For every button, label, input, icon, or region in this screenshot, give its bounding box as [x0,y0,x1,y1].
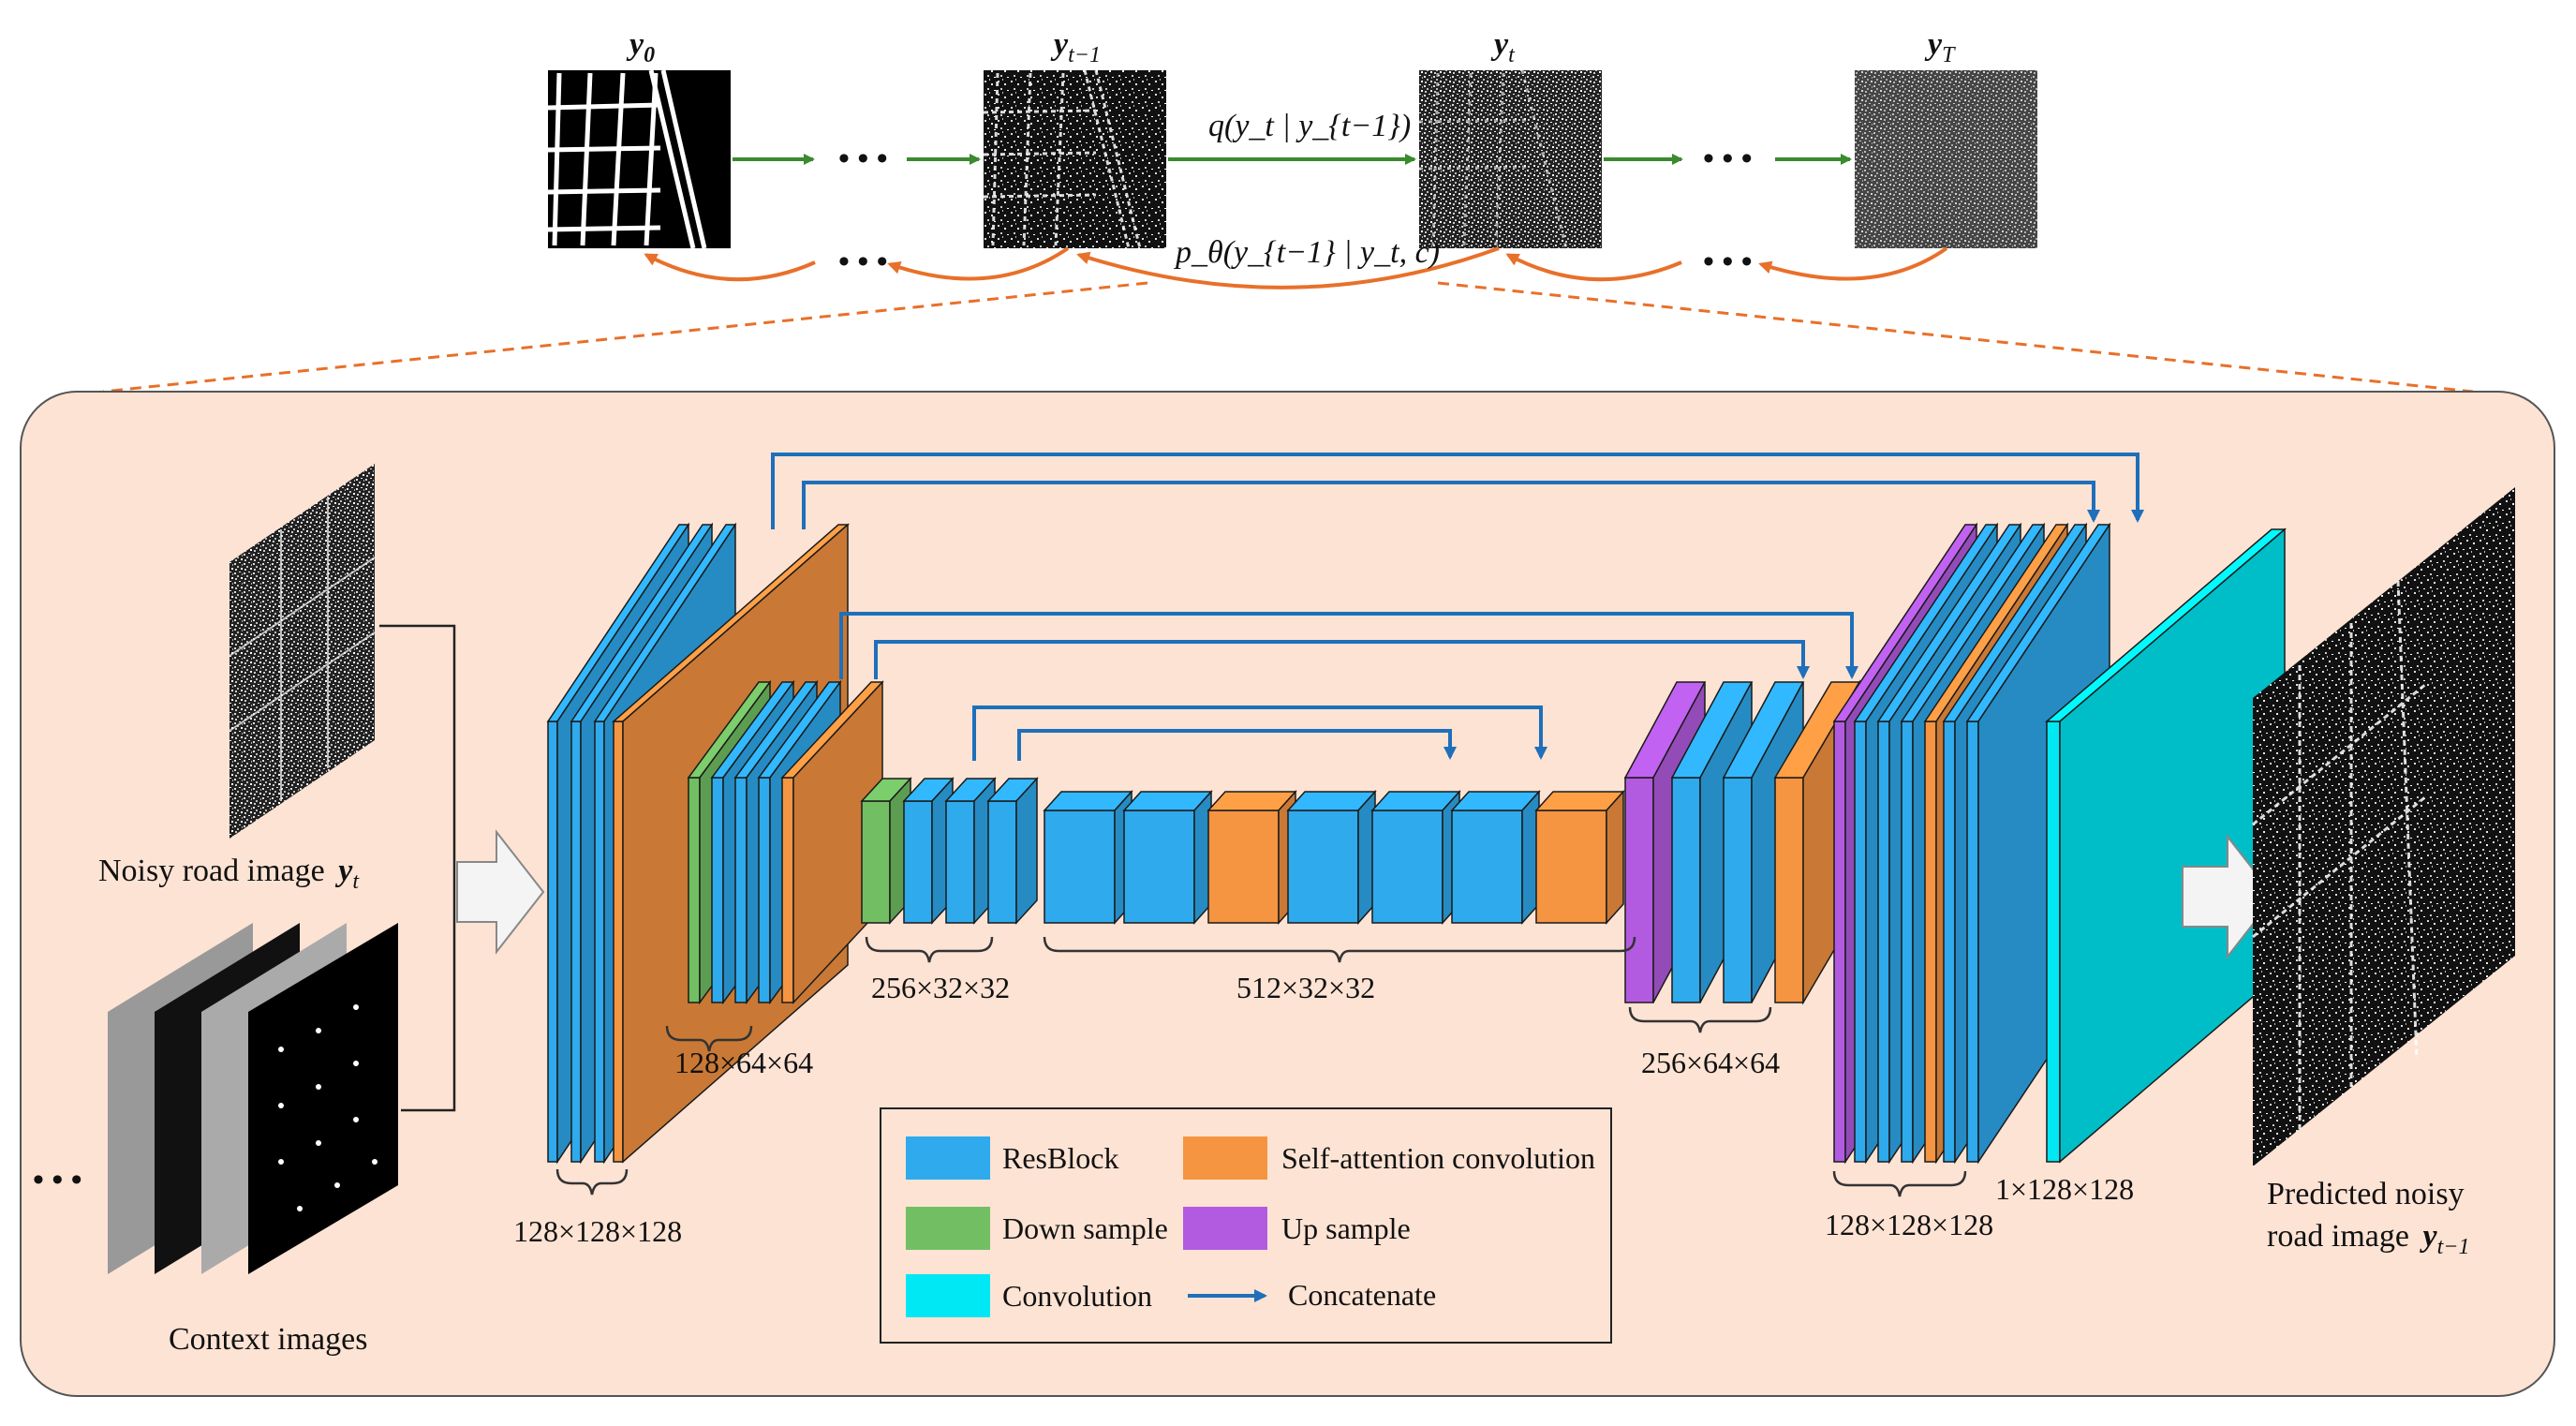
block-enc3-12-side [1015,777,1038,925]
zoom-lines [102,281,2474,394]
context-points [278,1004,378,1211]
noisy-road-image [229,464,375,839]
legend-swatch-attention [1183,1136,1267,1180]
block-enc2-4-front [688,777,701,1003]
dim-label-1: 128×128×128 [513,1214,682,1248]
block-final-conv-front [2046,720,2061,1163]
input-arrow [456,829,545,955]
ellipsis-forward-1: • • • [838,141,888,176]
label-yT: yT [1924,27,1956,67]
output-label-line1: Predicted noisy [2267,1177,2465,1211]
skip-connections [771,453,2144,761]
block-enc3-12-front [987,800,1017,924]
context-ellipsis: • • • [33,1163,82,1197]
road-image-ytm1 [983,69,1166,249]
road-image-yt [1418,69,1602,249]
block-mid-19-front [1535,810,1607,924]
dim-label-2: 128×64×64 [674,1046,813,1079]
label-yt: yt [1490,27,1516,67]
block-mid-18-front [1451,810,1523,924]
reverse-arrows [644,246,1948,290]
block-dec2-21-front [1671,777,1701,1003]
legend-swatch-conv [906,1274,990,1317]
label-ytm1: yt−1 [1050,27,1101,67]
block-dec2-20-front [1624,777,1654,1003]
legend-label-attention: Self-attention convolution [1281,1141,1595,1175]
block-dec1-25-front [1854,720,1867,1163]
ellipsis-forward-2: • • • [1703,141,1753,176]
ellipsis-reverse-2: • • • [1703,245,1753,279]
legend-label-down: Down sample [1002,1211,1168,1245]
ellipsis-reverse-1: • • • [838,245,888,279]
road-image-yT [1855,70,2037,248]
block-enc1-2-front [594,720,605,1163]
output-arrow [2182,834,2276,959]
block-mid-14-front [1123,810,1195,924]
output-label-line2: road image yt−1 [2267,1219,2469,1259]
dim-label-4: 512×32×32 [1236,971,1375,1004]
block-dec2-23-front [1774,777,1804,1003]
predicted-road-image [2253,487,2515,1166]
legend-label-up: Up sample [1281,1211,1411,1245]
block-enc2-8-front [781,777,794,1003]
block-enc1-0-front [547,720,558,1163]
road-image-y0 [547,69,731,249]
network-blocks [546,522,2287,1165]
block-dec1-24-front [1833,720,1846,1163]
block-mid-19-side [1606,790,1624,925]
block-mid-15-front [1207,810,1280,924]
dim-label-5: 256×64×64 [1641,1046,1780,1079]
forward-process-label: q(y_t | y_{t−1}) [1208,109,1411,143]
block-dec1-27-front [1901,720,1914,1163]
block-dec1-28-front [1924,720,1937,1163]
legend: ResBlock Self-attention convolution Down… [880,1107,1612,1344]
legend-swatch-resblock [906,1136,990,1180]
block-enc1-3-front [613,720,624,1163]
context-images-label: Context images [169,1322,367,1357]
block-enc2-6-front [734,777,748,1003]
input-images: Noisy road image yt • • • Context images [33,464,545,1357]
output-image-group: Predicted noisy road image yt−1 [2182,487,2515,1259]
legend-label-resblock: ResBlock [1002,1141,1118,1175]
block-enc1-1-front [570,720,582,1163]
label-y0: y0 [626,27,655,67]
block-dec1-30-front [1966,720,1979,1163]
dimension-braces [555,936,1967,1197]
noisy-road-label: Noisy road image yt [98,854,360,894]
block-dec1-29-front [1943,720,1956,1163]
dim-label-6: 128×128×128 [1825,1208,1993,1241]
dim-label-7: 1×128×128 [1995,1172,2134,1206]
legend-swatch-up [1183,1207,1267,1250]
input-connector [379,624,456,1112]
dim-label-3: 256×32×32 [871,971,1010,1004]
block-enc3-11-front [945,800,975,924]
block-enc3-9-front [861,800,891,924]
block-enc3-10-front [903,800,933,924]
legend-label-conv: Convolution [1002,1279,1152,1313]
block-enc2-5-front [711,777,724,1003]
block-enc2-7-front [758,777,771,1003]
legend-label-concat: Concatenate [1288,1278,1436,1312]
context-image-4 [248,923,398,1274]
block-dec1-26-front [1877,720,1890,1163]
block-mid-17-front [1371,810,1443,924]
reverse-process-label: p_θ(y_{t−1} | y_t, c) [1174,235,1440,270]
block-dec2-22-front [1723,777,1753,1003]
diffusion-chain: y0 yt−1 yt yT • • • • • • q(y_t | y_{t−1… [102,27,2474,394]
block-mid-16-front [1287,810,1359,924]
block-mid-13-front [1044,810,1116,924]
legend-swatch-down [906,1207,990,1250]
